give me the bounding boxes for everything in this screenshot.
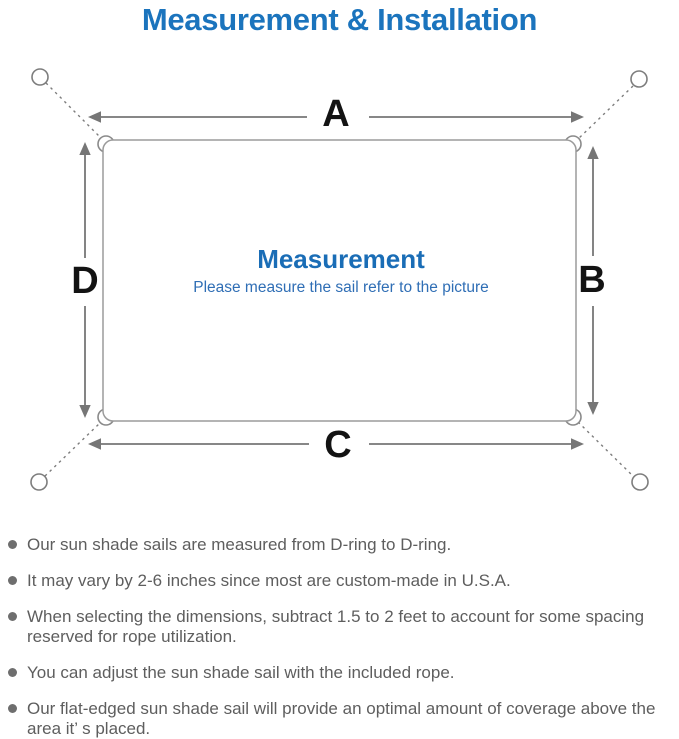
arrowhead-a-left	[88, 111, 101, 123]
note-text: Our sun shade sails are measured from D-…	[27, 535, 452, 554]
note-text: It may vary by 2-6 inches since most are…	[27, 571, 511, 590]
arrowhead-d-down	[79, 405, 91, 418]
arrowhead-a-right	[571, 111, 584, 123]
arrowhead-c-left	[88, 438, 101, 450]
rope-line-bottom-left	[44, 421, 102, 477]
dimension-arrow-d	[79, 142, 91, 418]
anchor-point-top-left	[31, 68, 49, 86]
note-item-4: You can adjust the sun shade sail with t…	[8, 663, 673, 683]
note-item-3: When selecting the dimensions, subtract …	[8, 607, 673, 647]
bullet-icon	[8, 704, 17, 713]
rope-line-bottom-right	[577, 421, 635, 478]
arrowhead-c-right	[571, 438, 584, 450]
measurement-diagram: A D B C Measurement Please measure the s…	[30, 68, 649, 491]
arrowhead-d-up	[79, 142, 91, 155]
note-text: You can adjust the sun shade sail with t…	[27, 663, 455, 682]
rope-dashed-lines	[44, 82, 635, 478]
diagram-center-title: Measurement	[257, 244, 425, 274]
dimension-label-c: C	[324, 424, 351, 466]
rope-line-top-right	[576, 85, 634, 141]
dimension-label-a: A	[322, 93, 349, 135]
note-item-2: It may vary by 2-6 inches since most are…	[8, 571, 673, 591]
dimension-label-b: B	[578, 259, 605, 301]
rope-line-top-left	[45, 82, 105, 142]
dimension-arrow-c	[88, 438, 584, 450]
sail-outline	[102, 139, 577, 422]
note-text: When selecting the dimensions, subtract …	[27, 607, 645, 646]
dimension-arrow-b	[587, 146, 599, 415]
anchor-points	[30, 68, 649, 491]
anchor-point-top-right	[630, 70, 648, 88]
diagram-center-subtitle: Please measure the sail refer to the pic…	[193, 279, 489, 296]
arrowhead-b-down	[587, 402, 599, 415]
anchor-point-bottom-right	[631, 473, 649, 491]
bullet-icon	[8, 612, 17, 621]
page-title: Measurement & Installation	[141, 2, 538, 37]
note-text: Our flat-edged sun shade sail will provi…	[27, 699, 656, 738]
note-item-1: Our sun shade sails are measured from D-…	[8, 535, 673, 555]
arrowhead-b-up	[587, 146, 599, 159]
bullet-icon	[8, 576, 17, 585]
bullet-icon	[8, 668, 17, 677]
anchor-point-bottom-left	[30, 473, 48, 491]
dimension-label-d: D	[71, 260, 98, 302]
notes-list: Our sun shade sails are measured from D-…	[8, 535, 673, 739]
note-item-5: Our flat-edged sun shade sail will provi…	[8, 699, 673, 739]
dimension-arrow-a	[88, 111, 584, 123]
bullet-icon	[8, 540, 17, 549]
